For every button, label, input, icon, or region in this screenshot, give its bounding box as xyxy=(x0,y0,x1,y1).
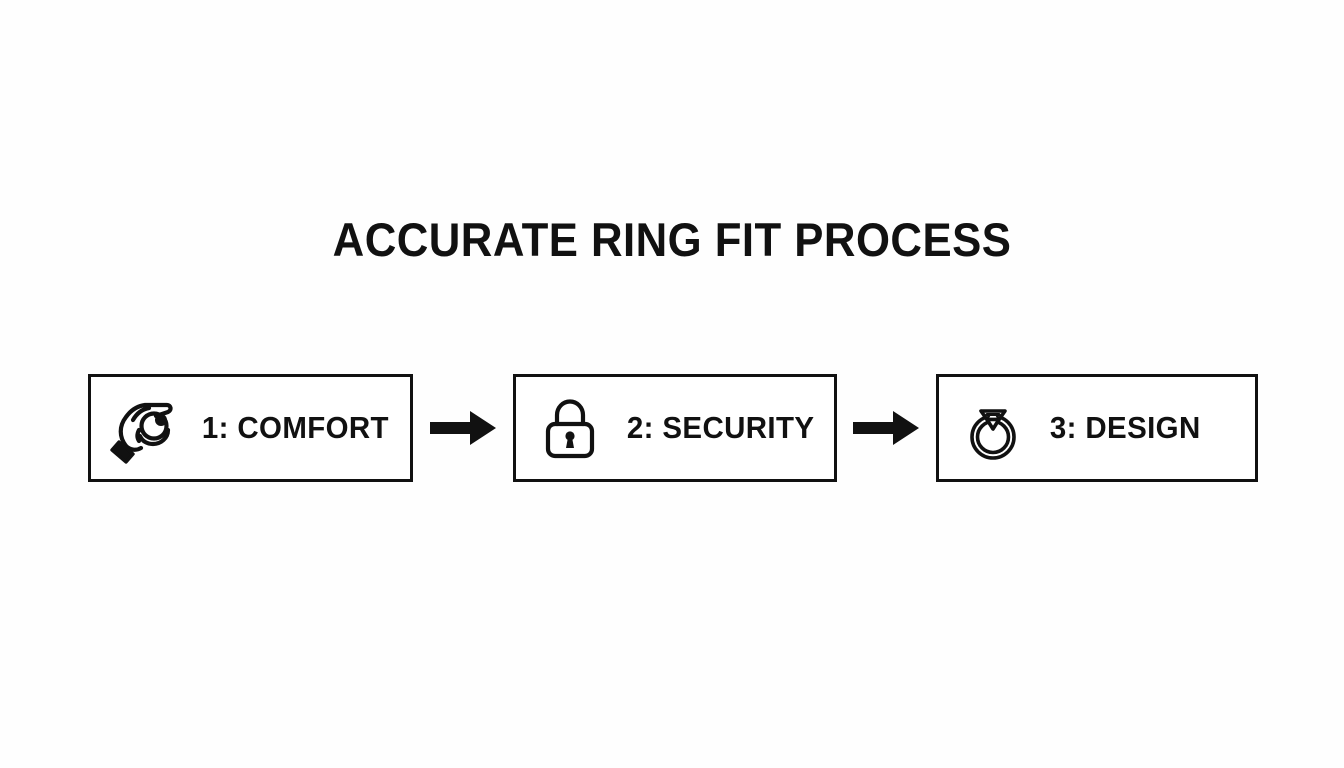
arrow-step2-to-step3 xyxy=(837,374,937,482)
step-label-comfort: 1: COMFORT xyxy=(201,410,389,445)
page-title: ACCURATE RING FIT PROCESS xyxy=(332,213,1012,266)
process-flow: 1: COMFORT 2: SECURITY xyxy=(88,374,1258,482)
process-step-security[interactable]: 2: SECURITY xyxy=(512,374,837,482)
step-label-security: 2: SECURITY xyxy=(626,410,814,445)
step-label-design: 3: DESIGN xyxy=(1049,410,1201,445)
diamond-ring-icon xyxy=(957,392,1029,464)
process-step-design[interactable]: 3: DESIGN xyxy=(936,374,1258,482)
padlock-icon xyxy=(534,392,606,464)
hand-pinching-ring-icon xyxy=(109,392,181,464)
process-step-comfort[interactable]: 1: COMFORT xyxy=(88,374,413,482)
arrow-step1-to-step2 xyxy=(413,374,513,482)
